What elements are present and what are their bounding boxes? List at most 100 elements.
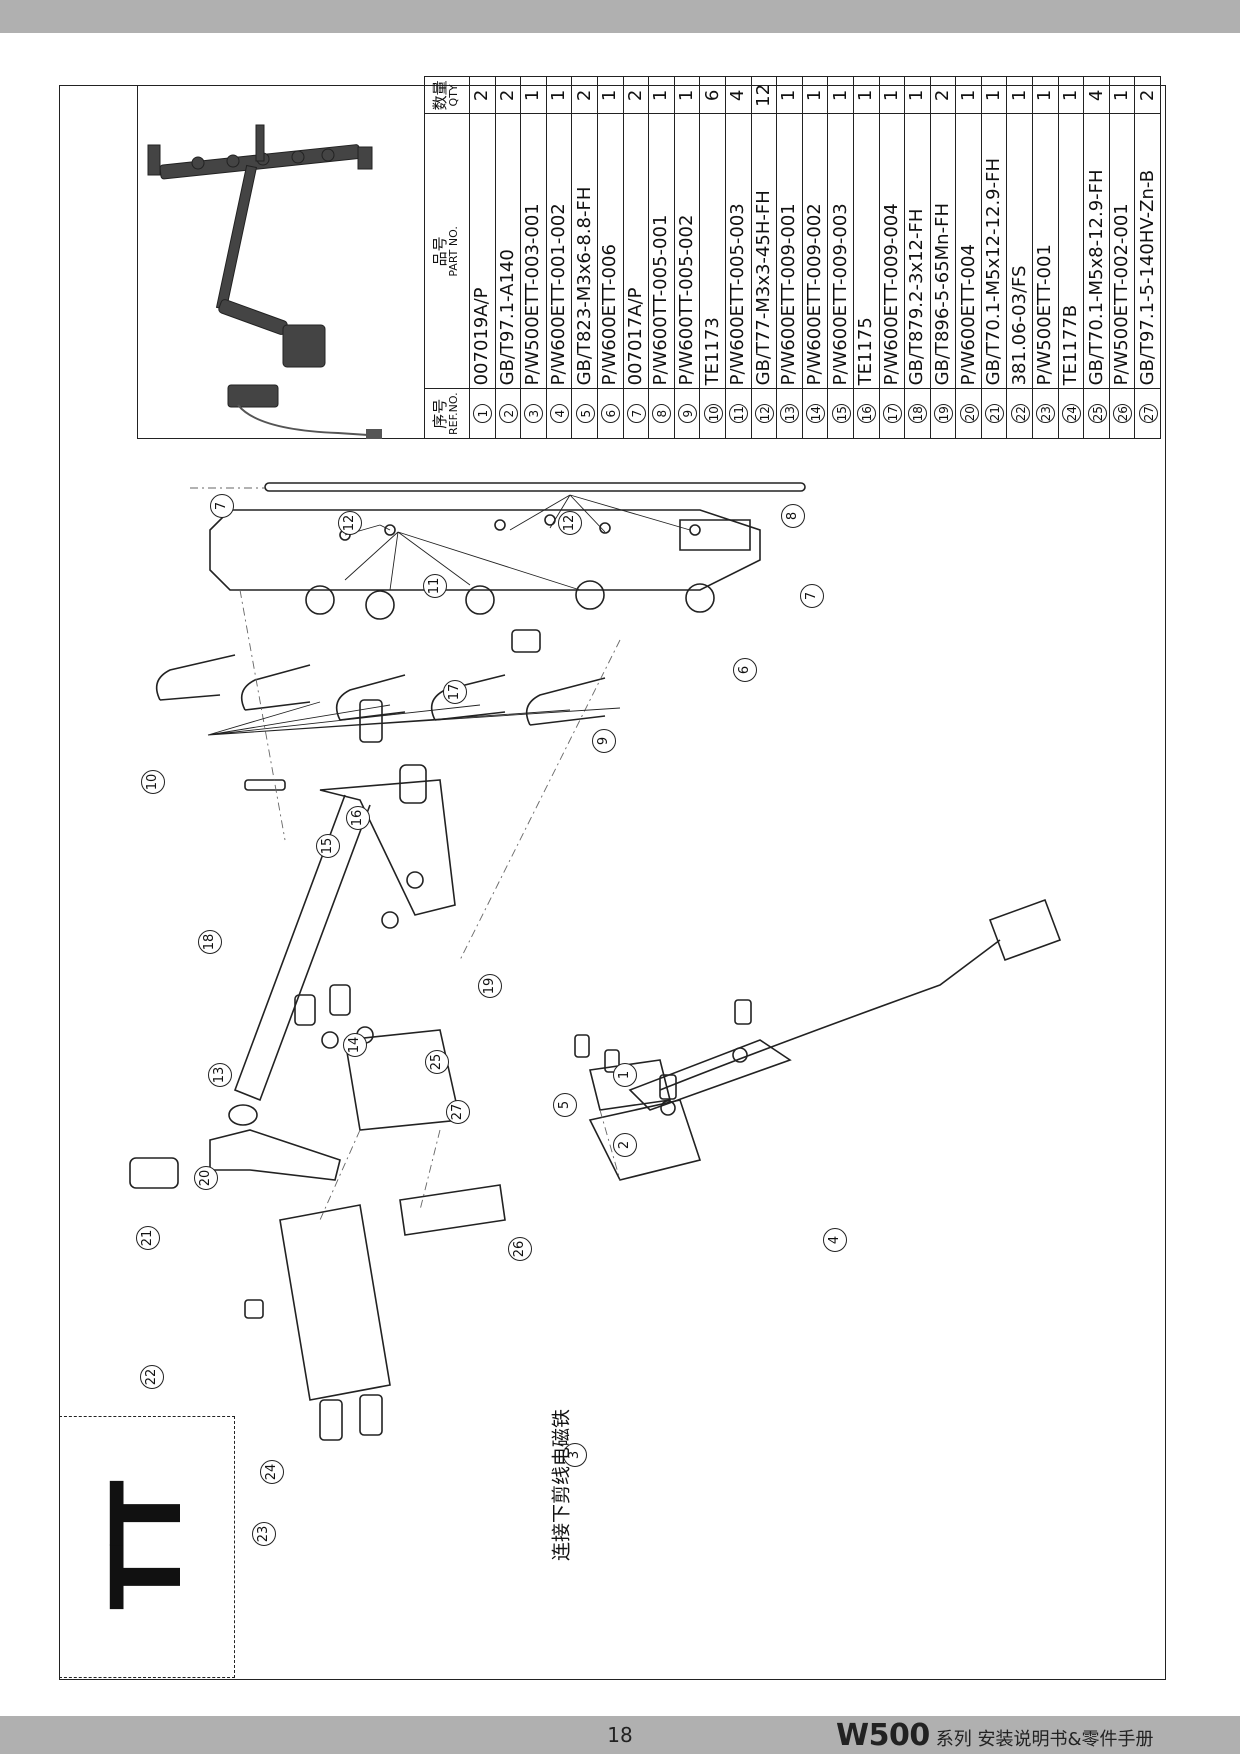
ref-cell: 4 bbox=[546, 388, 572, 439]
qty-cell: 1 bbox=[776, 76, 803, 114]
ref-cell: 13 bbox=[776, 388, 803, 439]
ref-cell: 18 bbox=[904, 388, 931, 439]
magnet-note: 连接下剪线电磁铁 bbox=[550, 1408, 573, 1562]
qty-cell: 1 bbox=[597, 76, 624, 114]
qty-cell: 1 bbox=[546, 76, 572, 114]
ref-number: 4 bbox=[550, 404, 570, 424]
part-number-cell: GB/T823-M3x6-8.8-FH bbox=[571, 113, 598, 389]
header-qty: 数量 QTY bbox=[424, 76, 470, 114]
callout-number: 6 bbox=[733, 658, 757, 682]
part-number-cell: GB/T879.2-3x12-FH bbox=[904, 113, 931, 389]
callout-number: 1 bbox=[613, 1063, 637, 1087]
ref-cell: 9 bbox=[674, 388, 700, 439]
callout-number: 5 bbox=[553, 1093, 577, 1117]
qty-cell: 1 bbox=[1032, 76, 1059, 114]
assembly-photo bbox=[137, 85, 424, 439]
callout-number: 25 bbox=[425, 1050, 449, 1074]
footer-desc: 系列 安装说明书&零件手册 bbox=[935, 1729, 1154, 1750]
ref-cell: 27 bbox=[1134, 388, 1161, 439]
ref-cell: 15 bbox=[827, 388, 854, 439]
page-number: 18 bbox=[607, 1723, 633, 1747]
qty-cell: 1 bbox=[879, 76, 905, 114]
footer-model: W500 bbox=[836, 1718, 930, 1753]
part-number-cell: 381.06-03/FS bbox=[1006, 113, 1033, 389]
ref-cell: 2 bbox=[495, 388, 521, 439]
part-number-cell: GB/T896-5-65Mn-FH bbox=[930, 113, 956, 389]
part-number-cell: P/W600ETT-009-001 bbox=[776, 113, 803, 389]
section-box bbox=[59, 1416, 235, 1678]
ref-cell: 1 bbox=[469, 388, 496, 439]
part-number-cell: P/W600ETT-004 bbox=[955, 113, 982, 389]
ref-number: 16 bbox=[857, 404, 877, 424]
ref-cell: 22 bbox=[1006, 388, 1033, 439]
ref-cell: 17 bbox=[879, 388, 905, 439]
callout-number: 13 bbox=[208, 1063, 232, 1087]
ref-number: 5 bbox=[575, 404, 595, 424]
ref-cell: 25 bbox=[1083, 388, 1110, 439]
ref-cell: 7 bbox=[623, 388, 649, 439]
ref-number: 8 bbox=[652, 404, 672, 424]
ref-number: 24 bbox=[1061, 404, 1081, 424]
callout-number: 17 bbox=[443, 680, 467, 704]
part-number-cell: P/W600TT-005-002 bbox=[674, 113, 700, 389]
ref-number: 26 bbox=[1113, 404, 1133, 424]
callout-number: 12 bbox=[558, 511, 582, 535]
callout-number: 21 bbox=[136, 1226, 160, 1250]
callout-number: 11 bbox=[423, 574, 447, 598]
qty-cell: 2 bbox=[930, 76, 956, 114]
ref-cell: 10 bbox=[699, 388, 726, 439]
ref-number: 20 bbox=[959, 404, 979, 424]
ref-cell: 3 bbox=[520, 388, 547, 439]
callout-number: 24 bbox=[260, 1460, 284, 1484]
qty-cell: 1 bbox=[1109, 76, 1135, 114]
part-number-cell: GB/T97.1-5-140HV-Zn-B bbox=[1134, 113, 1161, 389]
callout-number: 23 bbox=[252, 1522, 276, 1546]
part-number-cell: GB/T70.1-M5x8-12.9-FH bbox=[1083, 113, 1110, 389]
part-number-cell: P/W600ETT-005-003 bbox=[725, 113, 752, 389]
callout-number: 2 bbox=[613, 1133, 637, 1157]
callout-number: 12 bbox=[338, 511, 362, 535]
ref-cell: 20 bbox=[955, 388, 982, 439]
qty-cell: 2 bbox=[571, 76, 598, 114]
callout-number: 26 bbox=[508, 1237, 532, 1261]
part-number-cell: P/W500ETT-003-001 bbox=[520, 113, 547, 389]
ref-number: 15 bbox=[831, 404, 851, 424]
part-number-cell: P/W600ETT-006 bbox=[597, 113, 624, 389]
part-number-cell: TE1173 bbox=[699, 113, 726, 389]
qty-cell: 1 bbox=[520, 76, 547, 114]
ref-number: 14 bbox=[806, 404, 826, 424]
callout-number: 14 bbox=[343, 1033, 367, 1057]
parts-table-header: 序号 REF.NO. 品号 PART NO. 数量 QTY bbox=[424, 76, 470, 439]
ref-number: 23 bbox=[1036, 404, 1056, 424]
qty-cell: 1 bbox=[955, 76, 982, 114]
callout-number: 8 bbox=[781, 504, 805, 528]
ref-cell: 24 bbox=[1058, 388, 1084, 439]
callout-number: 10 bbox=[141, 770, 165, 794]
section-label: TT bbox=[91, 1484, 203, 1610]
qty-cell: 1 bbox=[981, 76, 1007, 114]
qty-cell: 4 bbox=[1083, 76, 1110, 114]
qty-cell: 1 bbox=[827, 76, 854, 114]
callout-number: 9 bbox=[592, 729, 616, 753]
ref-number: 6 bbox=[601, 404, 621, 424]
qty-cell: 2 bbox=[623, 76, 649, 114]
ref-number: 25 bbox=[1087, 404, 1107, 424]
part-number-cell: P/W600ETT-009-002 bbox=[802, 113, 828, 389]
ref-number: 19 bbox=[933, 404, 953, 424]
part-number-cell: GB/T97.1-A140 bbox=[495, 113, 521, 389]
qty-cell: 6 bbox=[699, 76, 726, 114]
